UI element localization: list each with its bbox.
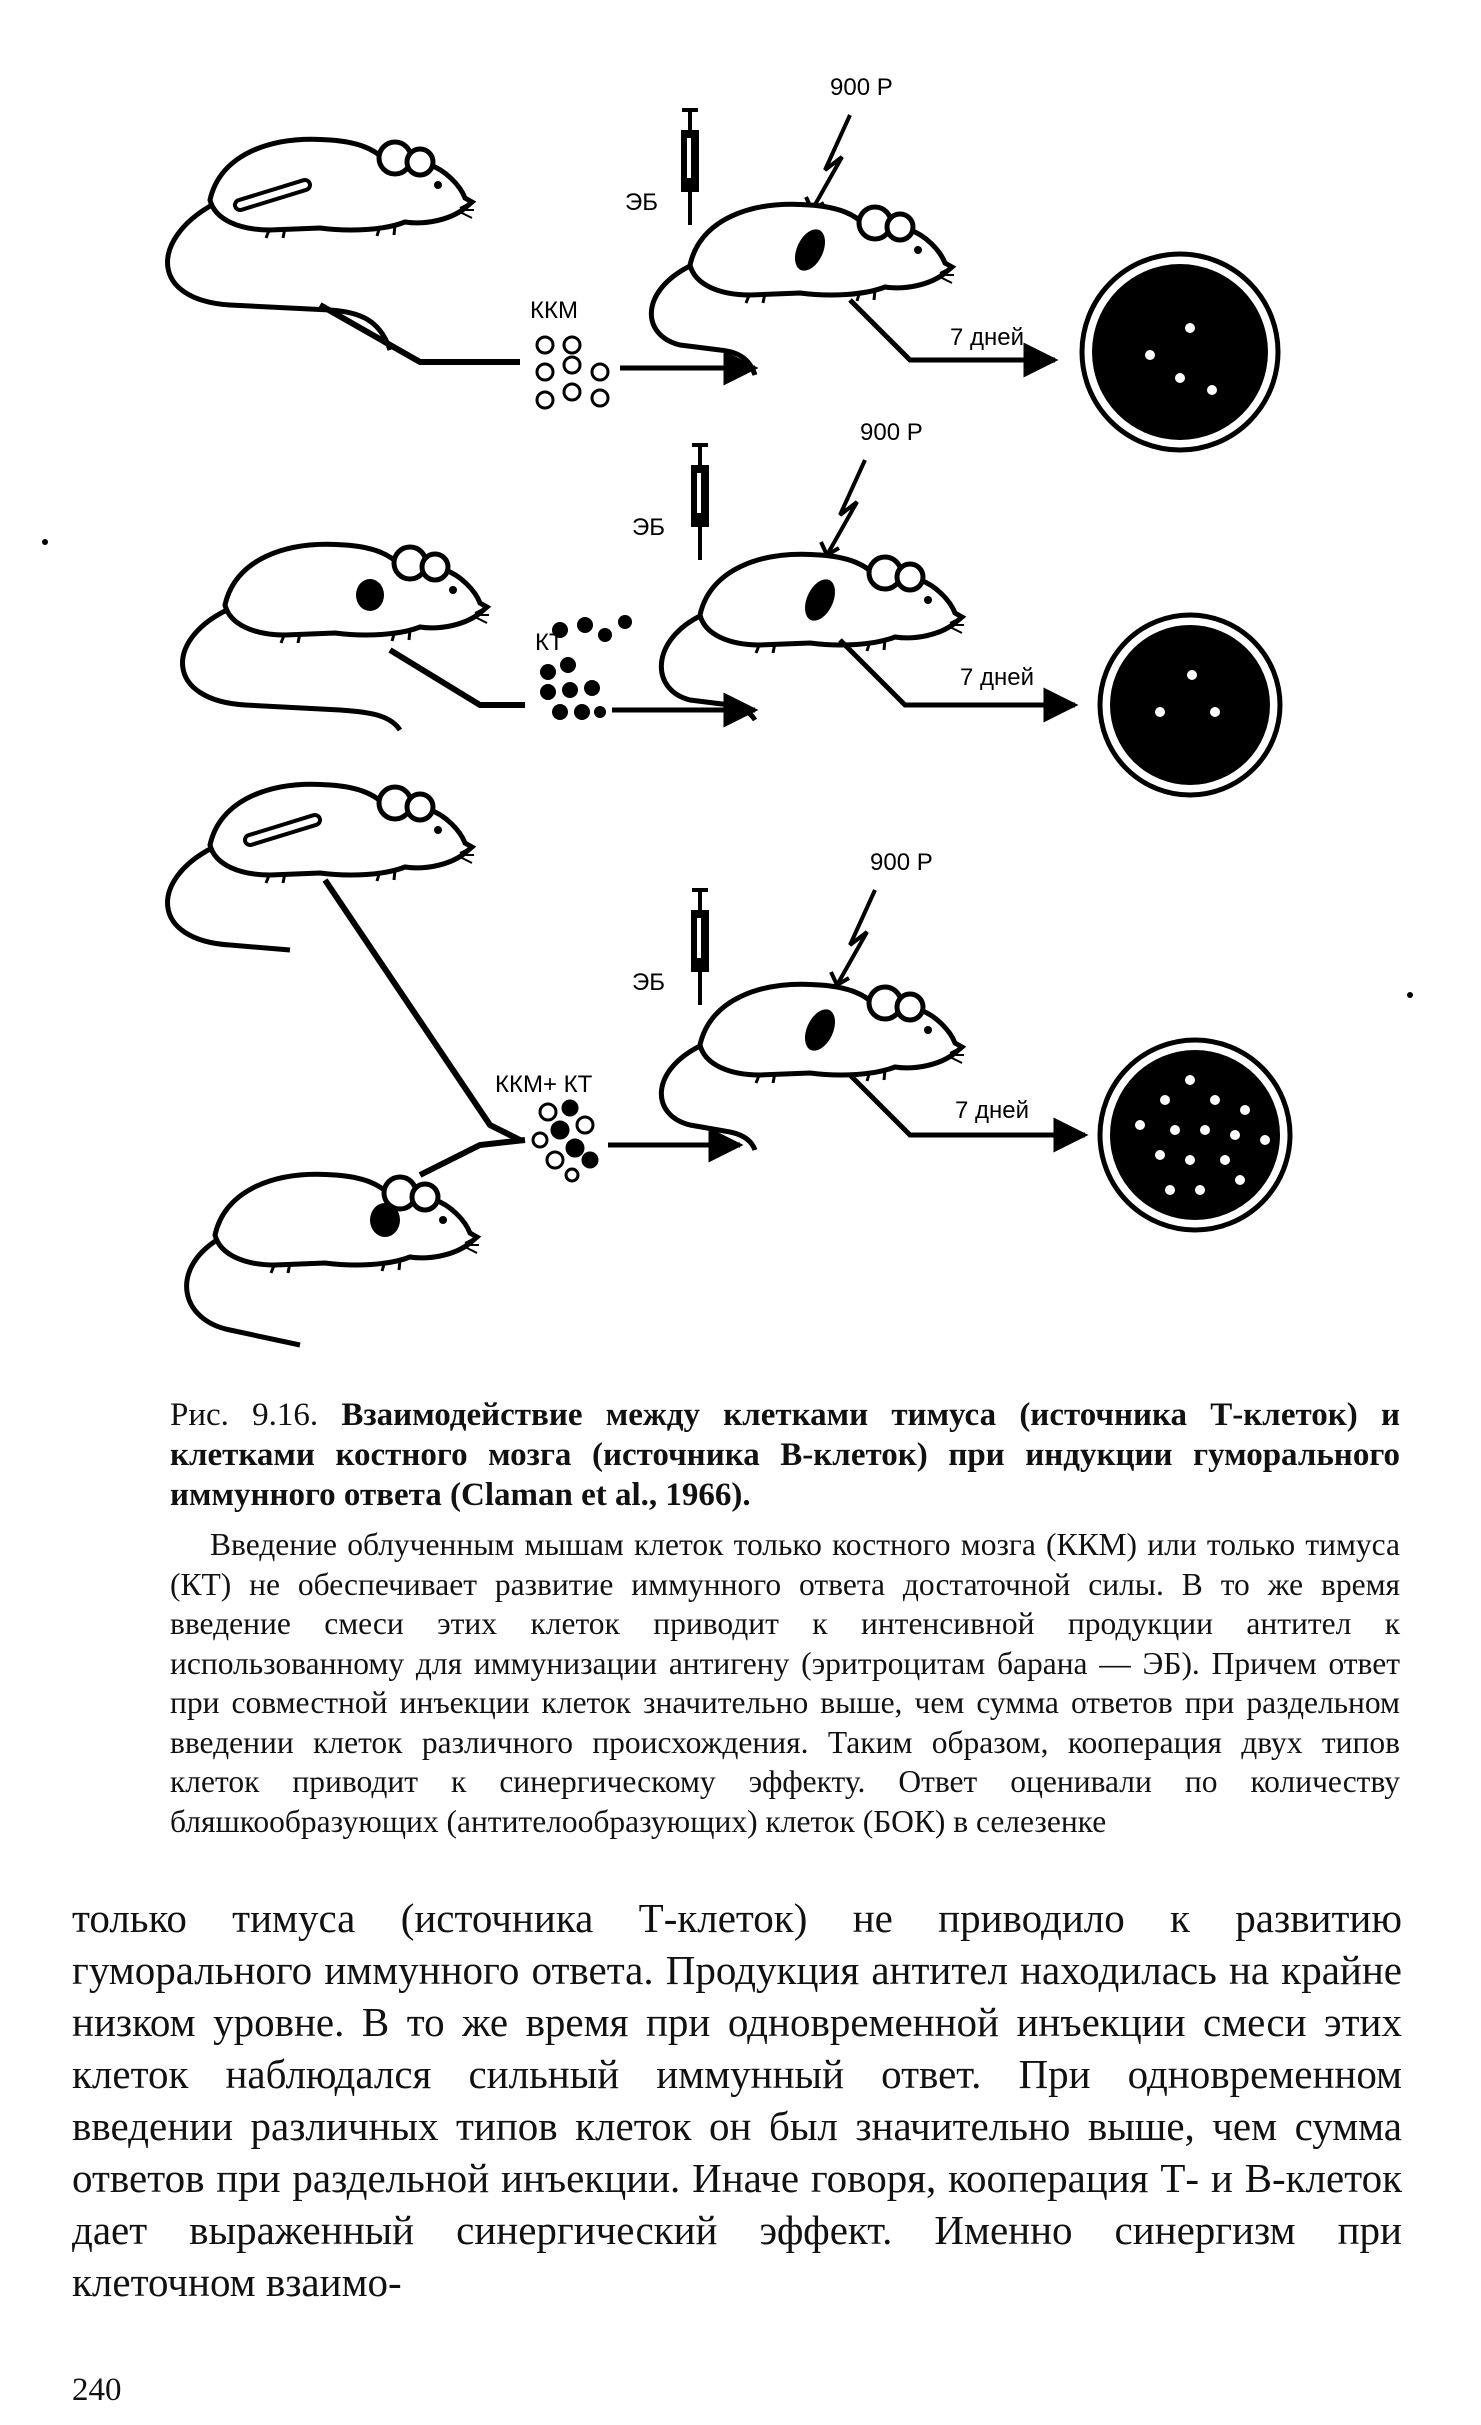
transfer-line-bm [322, 878, 522, 1143]
dose-label: 900 Р [870, 849, 933, 876]
eb-label: ЭБ [625, 189, 658, 216]
result-line [848, 1073, 1089, 1153]
bone-marrow-cells [535, 335, 610, 410]
recipient-mouse [690, 204, 954, 303]
thymus-cells [540, 615, 632, 720]
donor-tail [165, 202, 393, 351]
speck [1407, 992, 1413, 998]
days-label: 7 дней [950, 324, 1024, 351]
donor-tail [165, 845, 291, 953]
result-dish [1097, 1037, 1293, 1233]
figure-9-16: ККМ ЭБ 900 Р 7 дней [42, 74, 1413, 1348]
result-line [838, 638, 1079, 723]
result-dish [1079, 251, 1281, 453]
body-paragraph: только тимуса (источника Т-клеток) не пр… [72, 1895, 1402, 2305]
recipient-mouse [700, 554, 964, 653]
figure-legend: Введение облученным мышам клеток только … [170, 1527, 1400, 1839]
figure-caption: Рис. 9.16. Взаимодействие между клетками… [170, 1395, 1400, 1515]
days-label: 7 дней [955, 1097, 1029, 1124]
donor-mouse-bone-marrow [210, 784, 474, 883]
transfer-line [388, 647, 525, 708]
eb-label: ЭБ [632, 514, 665, 541]
recipient-tail [649, 262, 758, 376]
row-3: ККМ+ КТ ЭБ 900 Р 7 дней [165, 784, 1293, 1348]
donor-mouse-thymus [215, 1174, 479, 1273]
radiation-icon [804, 113, 852, 212]
days-label: 7 дней [960, 664, 1034, 691]
syringe-icon [689, 888, 711, 1007]
donor-tail [180, 607, 403, 732]
eb-label: ЭБ [632, 969, 665, 996]
syringe-icon [679, 108, 701, 227]
mixed-cells [531, 1099, 599, 1183]
result-line [848, 298, 1059, 378]
radiation-icon [819, 458, 867, 557]
recipient-mouse [700, 984, 964, 1083]
cells-label: ККМ [530, 297, 578, 324]
donor-mouse-thymus [225, 544, 489, 643]
row-1: ККМ ЭБ 900 Р 7 дней [165, 74, 1281, 453]
syringe-icon [689, 443, 711, 562]
transfer-line [318, 302, 520, 365]
recipient-tail [658, 612, 758, 722]
caption-title: Взаимодействие между клетками тимуса (ис… [170, 1397, 1400, 1513]
transfer-line-thymus [418, 1137, 526, 1178]
recipient-tail [659, 1042, 758, 1151]
page-number: 240 [72, 2372, 122, 2408]
speck [42, 539, 48, 545]
result-dish [1097, 612, 1283, 798]
row-2: КТ ЭБ 900 Р 7 дней [180, 419, 1283, 798]
dose-label: 900 Р [860, 419, 923, 446]
cells-label: ККМ+ КТ [495, 1071, 593, 1098]
donor-tail [184, 1237, 301, 1348]
dose-label: 900 Р [830, 74, 893, 101]
radiation-icon [829, 888, 877, 987]
caption-number: Рис. 9.16. [170, 1397, 319, 1433]
donor-mouse-bone-marrow [210, 139, 474, 238]
